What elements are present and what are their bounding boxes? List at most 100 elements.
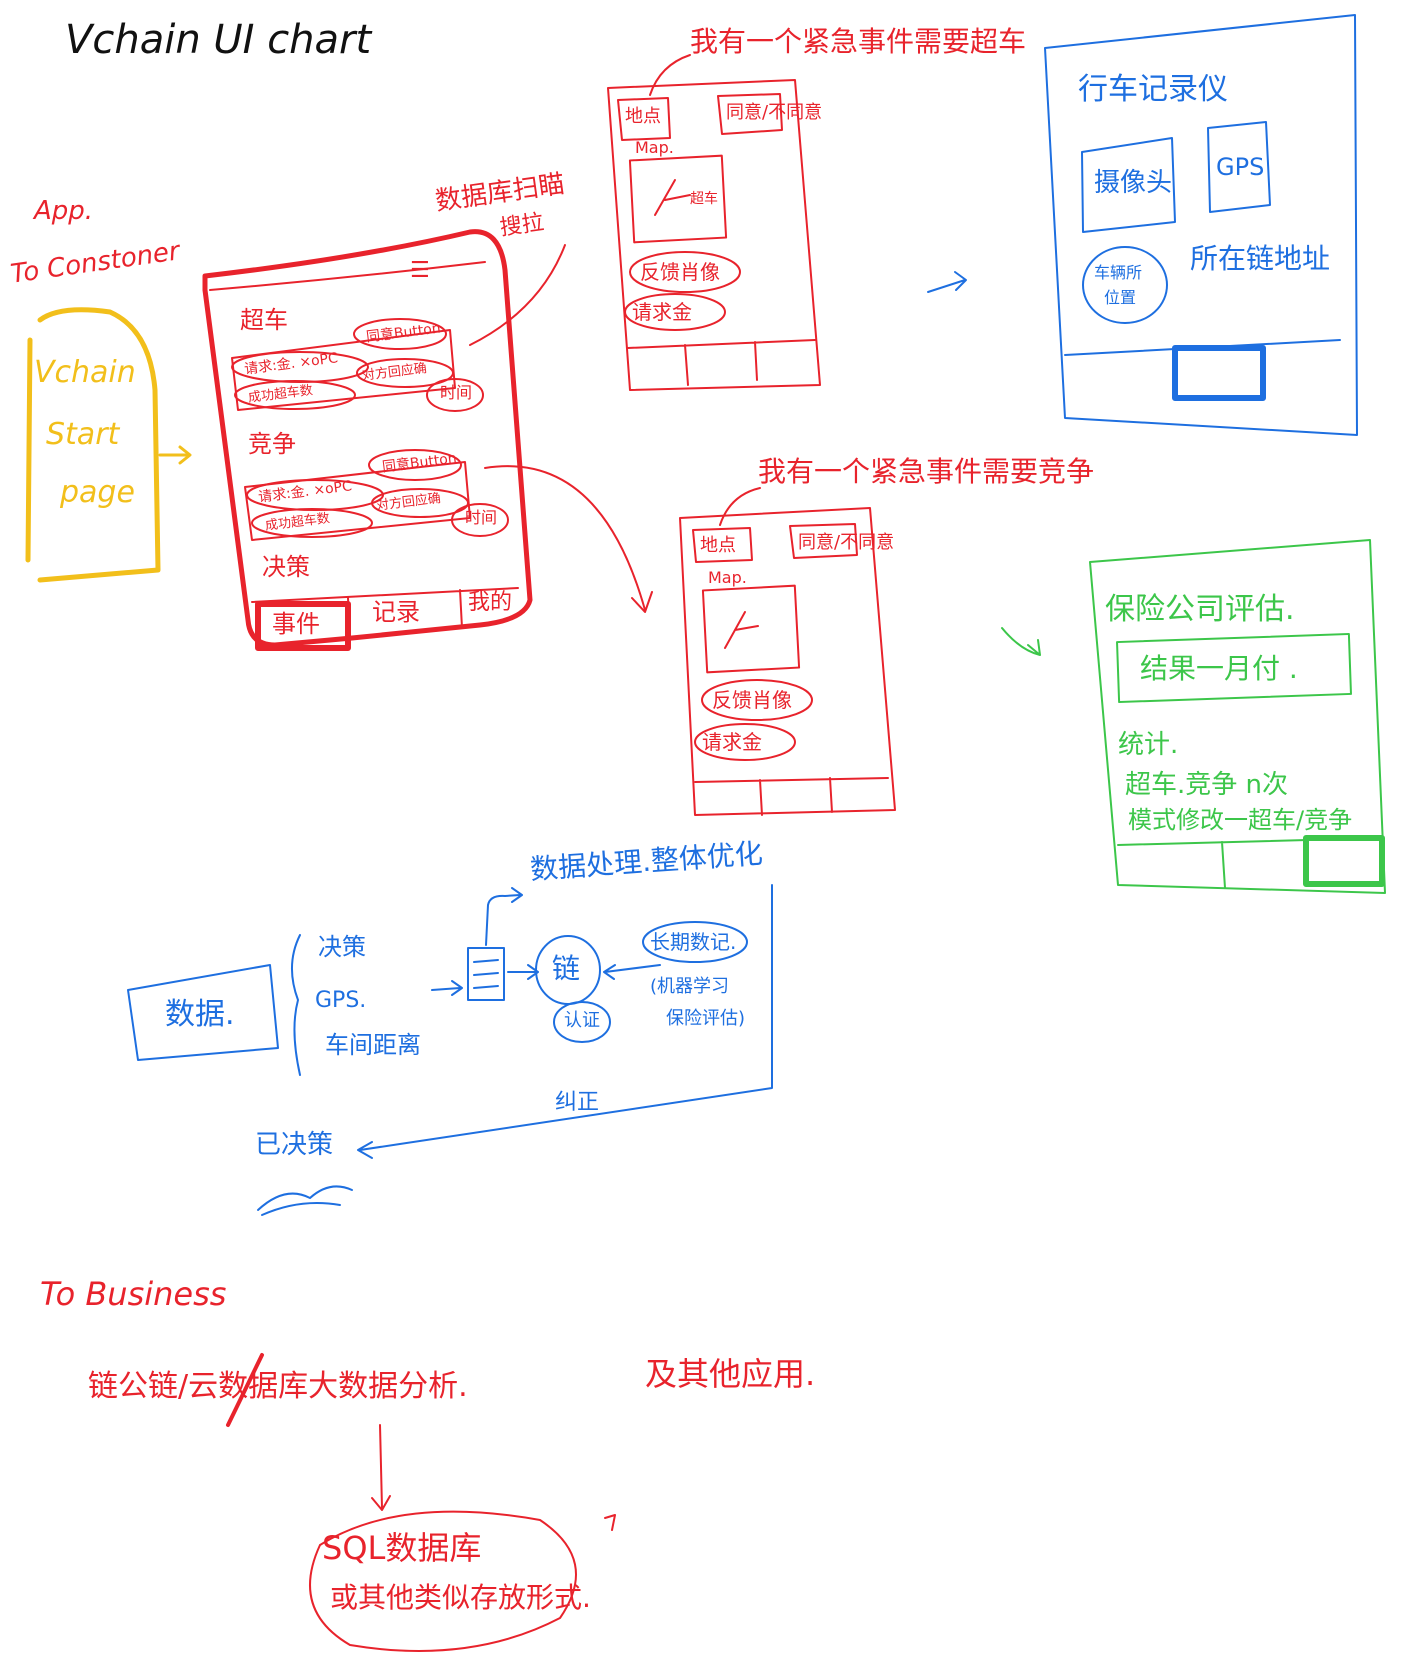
start-page-frame	[25, 307, 161, 583]
flow-chain: 链	[552, 952, 581, 985]
recorder-title: 行车记录仪	[1078, 72, 1228, 107]
req1-note: 我有一个紧急事件需要超车	[690, 25, 1027, 58]
req1-tabs	[617, 93, 783, 141]
section1-title: 超车	[240, 306, 288, 334]
main-divider-top	[209, 261, 486, 291]
flow-decided: 已决策	[255, 1130, 334, 1160]
sql-line2: 或其他类似存放形式.	[330, 1581, 591, 1614]
recorder-gps: GPS	[1216, 153, 1265, 181]
insurance-result-box	[1116, 632, 1352, 704]
req2-note-pointer	[719, 487, 761, 526]
data-box	[127, 964, 279, 1061]
req1-btn2-oval	[624, 293, 726, 331]
s1-ellipse5	[426, 378, 484, 412]
req2-map-box	[701, 584, 801, 674]
right-bracket	[357, 884, 773, 1159]
req2-tab-agree[interactable]: 同意/不同意	[798, 532, 895, 553]
flow-right-bottom-line1: (机器学习	[650, 976, 730, 997]
start-page-line3: page	[60, 475, 135, 510]
req2-btn2-oval	[694, 723, 796, 761]
req2-btn-request[interactable]: 请求金	[702, 730, 762, 754]
tab-records[interactable]: 记录	[372, 598, 420, 626]
insurance-stats: 统计.	[1118, 730, 1179, 760]
flow-right-bottom-line2: 保险评估)	[666, 1008, 746, 1029]
insurance-tabbar	[1117, 837, 1383, 889]
req1-tab-location[interactable]: 地点	[625, 106, 661, 127]
insurance-title: 保险公司评估.	[1105, 592, 1295, 627]
insurance-line2: 模式修改一超车/竞争	[1128, 806, 1353, 834]
recorder-circle	[1082, 246, 1168, 324]
req1-btn-request[interactable]: 请求金	[632, 300, 692, 324]
start-page-line2: Start	[46, 417, 120, 452]
req1-map-slash	[654, 179, 691, 216]
flow-block-lines	[473, 959, 499, 989]
req2-tabs	[692, 523, 858, 563]
req1-tabbar	[627, 339, 816, 386]
s1-tag-time: 时间	[440, 383, 473, 402]
section2-title: 竞争	[248, 430, 296, 458]
tab-events[interactable]: 事件	[272, 610, 320, 638]
right-arrow-back	[603, 964, 661, 980]
recorder-box2	[1207, 121, 1271, 213]
flow-up-arrow	[485, 887, 523, 946]
business-line: 链公链/云数据库大数据分析.	[88, 1369, 468, 1404]
req1-note-pointer	[649, 54, 691, 96]
flow-arrow-to-block	[431, 980, 463, 996]
cert-circle	[553, 1001, 611, 1043]
flow-block-icon	[467, 947, 505, 1001]
recorder-box1	[1081, 137, 1176, 233]
req2-tab-location[interactable]: 地点	[700, 535, 736, 556]
data-brace	[290, 934, 301, 1076]
customer-heading-line1: App.	[34, 196, 94, 226]
s2-ellipse4	[371, 488, 469, 518]
main-tab-active-box	[255, 601, 351, 651]
flow-list-decision: 决策	[318, 933, 366, 961]
start-arrow	[158, 445, 192, 465]
business-down-arrow	[371, 1424, 391, 1511]
insurance-line1: 超车.竞争 n次	[1125, 770, 1289, 800]
start-page-line1: Vchain	[34, 355, 136, 390]
tab-mine[interactable]: 我的	[468, 590, 513, 615]
business-slash	[226, 1353, 264, 1427]
req2-tabbar	[694, 777, 889, 816]
main-phone-frame	[202, 229, 533, 648]
flow-cert: 认证	[564, 1010, 600, 1031]
recorder-frame	[1044, 14, 1358, 436]
menu-note-arrow	[469, 244, 566, 346]
flow-list-distance: 车间距离	[325, 1031, 421, 1059]
recorder-camera: 摄像头	[1094, 168, 1173, 198]
business-heading: To Business	[40, 1275, 227, 1313]
req1-tab-agree[interactable]: 同意/不同意	[726, 102, 823, 123]
recorder-tab-active	[1172, 345, 1266, 401]
page-title: Vchain UI chart	[65, 17, 372, 63]
insurance-tab-active	[1303, 835, 1385, 887]
req2-btn-feedback[interactable]: 反馈肖像	[712, 688, 792, 712]
arrow-to-recorder	[927, 271, 967, 293]
req2-map-label: Map.	[708, 568, 747, 587]
req1-btn1-oval	[629, 251, 741, 293]
req2-frame	[679, 507, 896, 816]
s1-ellipse4	[356, 358, 454, 388]
flow-data-box-label: 数据.	[165, 997, 235, 1032]
s1-ellipse3	[234, 380, 356, 410]
req1-map-inner: 超车	[690, 191, 718, 207]
main-menu-icon[interactable]: ☰	[410, 258, 430, 283]
section3-title: 决策	[262, 553, 310, 581]
req1-btn-feedback[interactable]: 反馈肖像	[640, 260, 720, 284]
s2-ellipse2	[368, 449, 462, 481]
sql-oval	[309, 1510, 577, 1652]
s2-ellipse3	[251, 508, 373, 538]
right-top-oval	[642, 921, 748, 963]
sql-side-mark	[604, 1514, 616, 1531]
recorder-position-line2: 位置	[1104, 288, 1137, 307]
flow-correct-label: 纠正	[555, 1090, 600, 1115]
req2-map-slash	[724, 611, 759, 649]
flow-arrow-to-chain	[507, 964, 539, 980]
s2-tag-time: 时间	[465, 508, 498, 527]
recorder-position-line1: 车辆所	[1094, 263, 1143, 282]
arrow-to-insurance	[1001, 627, 1041, 656]
req1-map-box	[628, 154, 728, 244]
req1-map-label: Map.	[635, 138, 674, 157]
req1-frame	[607, 79, 821, 391]
